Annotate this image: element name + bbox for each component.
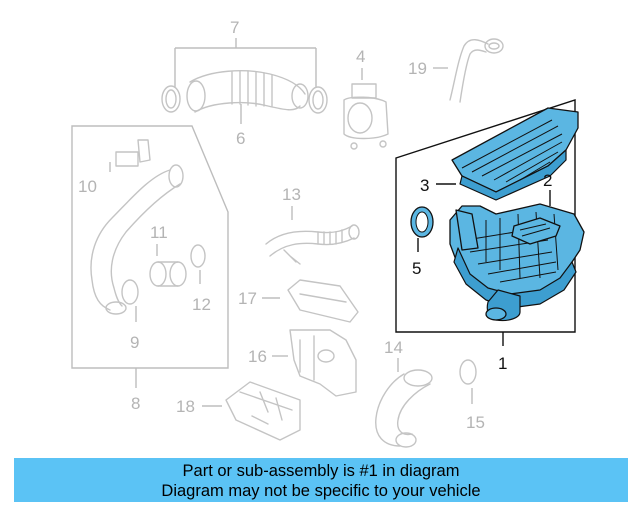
callout-18[interactable]: 18 xyxy=(176,397,195,416)
callout-13[interactable]: 13 xyxy=(282,185,301,204)
clamp-9[interactable]: 9 xyxy=(121,279,139,352)
intake-hose-6[interactable]: 6 xyxy=(161,70,328,148)
banner-line-1: Part or sub-assembly is #1 in diagram xyxy=(182,462,460,480)
connector-10[interactable]: 10 xyxy=(78,139,151,196)
callout-16[interactable]: 16 xyxy=(248,347,267,366)
callout-2[interactable]: 2 xyxy=(543,171,552,190)
callout-6[interactable]: 6 xyxy=(236,129,245,148)
callout-group-7: 7 xyxy=(174,18,317,88)
callout-1[interactable]: 1 xyxy=(498,354,507,373)
group-box-8: 8 xyxy=(71,125,229,413)
duct-left[interactable] xyxy=(90,164,184,315)
callout-7[interactable]: 7 xyxy=(230,18,239,37)
callout-10[interactable]: 10 xyxy=(78,177,97,196)
duct-18[interactable]: 18 xyxy=(176,381,301,441)
air-cleaner-housing[interactable]: 2 xyxy=(449,171,585,322)
banner-line-2: Diagram may not be specific to your vehi… xyxy=(161,482,481,500)
coupler-11[interactable]: 11 xyxy=(149,223,187,287)
info-banner: Part or sub-assembly is #1 in diagram Di… xyxy=(14,458,628,502)
callout-5[interactable]: 5 xyxy=(412,259,421,278)
callout-9[interactable]: 9 xyxy=(130,333,139,352)
parts-diagram: 7 6 4 19 8 xyxy=(71,18,585,448)
hose-13[interactable]: 13 xyxy=(265,185,360,265)
elbow-hose-14[interactable]: 14 xyxy=(375,338,433,448)
callout-12[interactable]: 12 xyxy=(192,295,211,314)
clamp-15[interactable]: 15 xyxy=(459,359,485,432)
assembly-box-1: 1 xyxy=(395,99,576,373)
cover-17[interactable]: 17 xyxy=(238,279,359,323)
callout-15[interactable]: 15 xyxy=(466,413,485,432)
air-filter-element-3[interactable]: 3 xyxy=(420,107,579,201)
tube-19[interactable]: 19 xyxy=(408,38,504,103)
callout-14[interactable]: 14 xyxy=(384,338,403,357)
seal-ring-5[interactable]: 5 xyxy=(410,206,434,278)
callout-19[interactable]: 19 xyxy=(408,59,427,78)
clamp-12[interactable]: 12 xyxy=(190,244,211,314)
callout-4[interactable]: 4 xyxy=(356,47,365,66)
maf-sensor-4[interactable]: 4 xyxy=(343,47,389,150)
callout-8[interactable]: 8 xyxy=(131,394,140,413)
callout-3[interactable]: 3 xyxy=(420,176,429,195)
callout-17[interactable]: 17 xyxy=(238,289,257,308)
bracket-16[interactable]: 16 xyxy=(248,329,357,397)
callout-11[interactable]: 11 xyxy=(150,223,168,242)
